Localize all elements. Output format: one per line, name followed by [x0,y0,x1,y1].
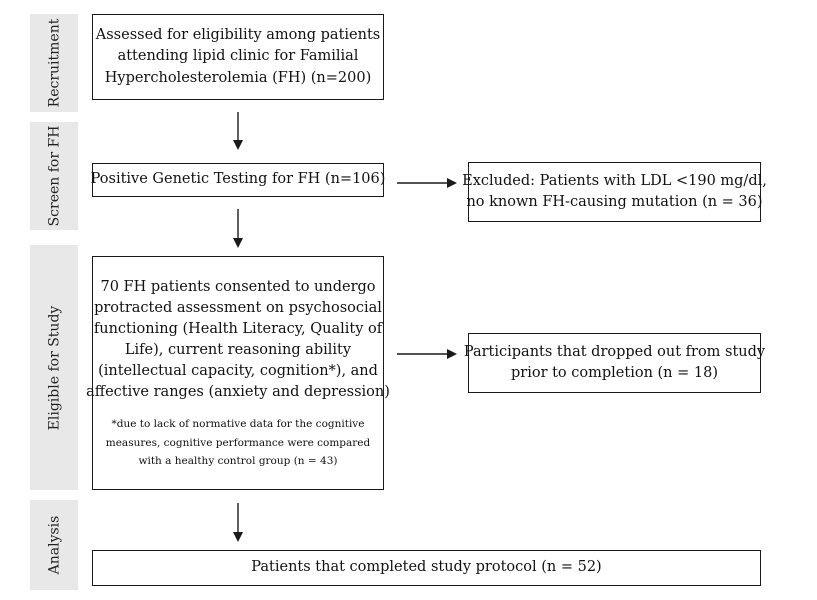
box-line: Participants that dropped out from study [463,343,766,360]
footnote-line: with a healthy control group (n = 43) [138,455,338,468]
box-completed-protocol: Patients that completed study protocol (… [92,550,761,586]
box-line: functioning (Health Literacy, Quality of [93,321,383,338]
stage-recruitment: Recruitment [30,14,78,112]
stage-screen-for-fh: Screen for FH [30,122,78,230]
box-line: Life), current reasoning ability [124,342,352,359]
box-consented-patients: 70 FH patients consented to undergo prot… [86,256,390,490]
box-line: no known FH-causing mutation (n = 36) [466,194,763,210]
box-line: Excluded: Patients with LDL <190 mg/dl, [462,172,767,189]
box-line: Positive Genetic Testing for FH (n=106) [90,171,386,188]
box-line: Hypercholesterolemia (FH) (n=200) [104,69,372,86]
box-line: attending lipid clinic for Familial [117,48,359,65]
footnote-line: measures, cognitive performance were com… [105,436,371,449]
box-positive-genetic-testing: Positive Genetic Testing for FH (n=106) [90,163,386,197]
box-line: 70 FH patients consented to undergo [100,279,376,296]
box-line: Assessed for eligibility among patients [95,27,381,44]
box-assessed-eligibility: Assessed for eligibility among patients … [92,14,384,100]
box-line: protracted assessment on psychosocial [94,300,382,317]
stage-eligible-for-study: Eligible for Study [30,245,78,490]
box-line: prior to completion (n = 18) [510,365,718,381]
box-line: affective ranges (anxiety and depression… [86,384,390,401]
box-line: (intellectual capacity, cognition*), and [98,363,378,380]
footnote-cognitive-measures: *due to lack of normative data for the c… [106,415,370,470]
box-dropped-out: Participants that dropped out from study… [464,333,765,393]
box-line: Patients that completed study protocol (… [251,559,602,576]
footnote-line: *due to lack of normative data for the c… [111,418,365,431]
stage-analysis: Analysis [30,500,78,590]
box-excluded: Excluded: Patients with LDL <190 mg/dl, … [462,162,767,222]
